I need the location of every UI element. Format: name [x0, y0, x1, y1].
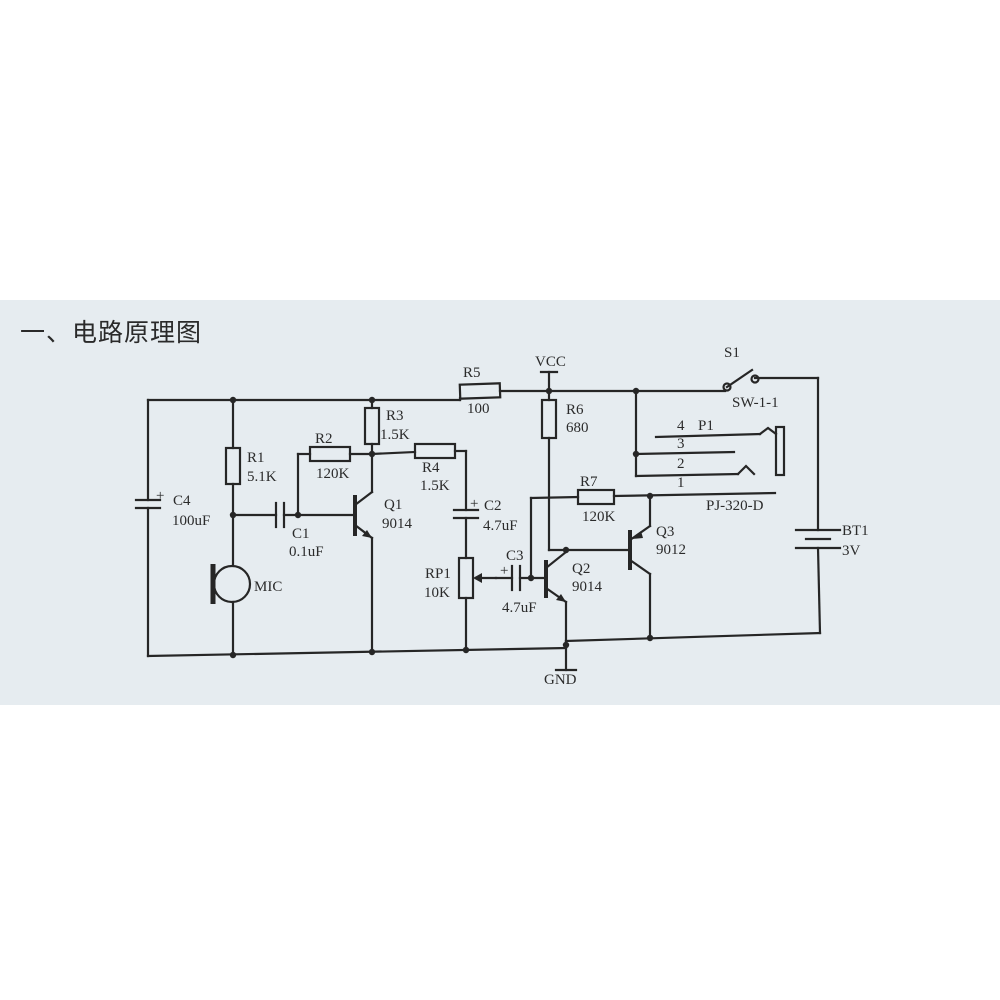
- capacitor-c4: + C4 100uF: [134, 398, 210, 658]
- p1-name: P1: [698, 418, 714, 434]
- p1-pin4: 4: [677, 418, 685, 434]
- gnd-label: GND: [544, 672, 577, 688]
- r1-name: R1: [247, 450, 265, 466]
- p1-value: PJ-320-D: [706, 498, 764, 514]
- page-heading: 一、电路原理图: [20, 318, 203, 347]
- bt1-value: 3V: [842, 543, 861, 559]
- switch-s1: S1 SW-1-1: [722, 345, 779, 411]
- r2-name: R2: [315, 431, 333, 447]
- mic-label: MIC: [254, 579, 282, 595]
- resistor-r4: R4 1.5K: [370, 442, 468, 494]
- c3-value: 4.7uF: [502, 600, 537, 616]
- audio-jack-p1: 4 P1 3 2 1 PJ-320-D: [634, 389, 786, 514]
- r3-value: 1.5K: [380, 427, 410, 443]
- q2-value: 9014: [572, 579, 603, 595]
- bt1-name: BT1: [842, 523, 869, 539]
- r7-name: R7: [580, 474, 598, 490]
- capacitor-c1: C1 0.1uF: [231, 501, 357, 560]
- resistor-r3: R3 1.5K: [363, 398, 410, 494]
- s1-name: S1: [724, 345, 740, 361]
- c3-name: C3: [506, 548, 524, 564]
- vcc-terminal: VCC: [535, 354, 566, 393]
- resistor-r1: R1 5.1K: [224, 398, 277, 567]
- p1-pin3: 3: [677, 436, 685, 452]
- c1-name: C1: [292, 526, 310, 542]
- microphone-mic: MIC: [210, 564, 282, 656]
- c3-plus: +: [500, 563, 508, 579]
- r3-name: R3: [386, 408, 404, 424]
- q1-name: Q1: [384, 497, 402, 513]
- potentiometer-rp1: RP1 10K: [424, 556, 498, 652]
- battery-bt1: BT1 3V: [794, 376, 869, 635]
- c4-value: 100uF: [172, 513, 210, 529]
- resistor-r5: R5 100: [458, 365, 502, 417]
- p1-pin1: 1: [677, 475, 685, 491]
- q2-name: Q2: [572, 561, 590, 577]
- r2-value: 120K: [316, 466, 350, 482]
- transistor-q1: Q1 9014: [353, 490, 413, 654]
- r5-value: 100: [467, 401, 490, 417]
- q3-name: Q3: [656, 524, 674, 540]
- r4-name: R4: [422, 460, 440, 476]
- rp1-name: RP1: [425, 566, 451, 582]
- capacitor-c2: + C2 4.7uF: [452, 449, 518, 560]
- r6-name: R6: [566, 402, 584, 418]
- q1-value: 9014: [382, 516, 413, 532]
- resistor-r6: R6 680: [540, 389, 589, 552]
- top-rail: [146, 376, 820, 402]
- c1-value: 0.1uF: [289, 544, 324, 560]
- r1-value: 5.1K: [247, 469, 277, 485]
- transistor-q3: Q3 9012: [628, 494, 686, 640]
- r5-name: R5: [463, 365, 481, 381]
- junction-dots: [229, 387, 654, 659]
- r6-value: 680: [566, 420, 589, 436]
- s1-value: SW-1-1: [732, 395, 779, 411]
- r4-value: 1.5K: [420, 478, 450, 494]
- c4-name: C4: [173, 493, 191, 509]
- p1-pin2: 2: [677, 456, 685, 472]
- q3-value: 9012: [656, 542, 686, 558]
- c2-value: 4.7uF: [483, 518, 518, 534]
- transistor-q2: Q2 9014: [544, 548, 632, 647]
- c2-name: C2: [484, 498, 502, 514]
- rp1-value: 10K: [424, 585, 450, 601]
- r7-value: 120K: [582, 509, 616, 525]
- capacitor-c3: + C3 4.7uF: [494, 548, 547, 616]
- c4-plus: +: [156, 488, 164, 504]
- resistor-r2: R2 120K: [296, 431, 374, 517]
- c2-plus: +: [470, 496, 478, 512]
- resistor-r7: R7 120K: [529, 474, 777, 580]
- bottom-rail: GND: [146, 631, 822, 688]
- vcc-label: VCC: [535, 354, 566, 370]
- schematic-sheet: [0, 300, 1000, 705]
